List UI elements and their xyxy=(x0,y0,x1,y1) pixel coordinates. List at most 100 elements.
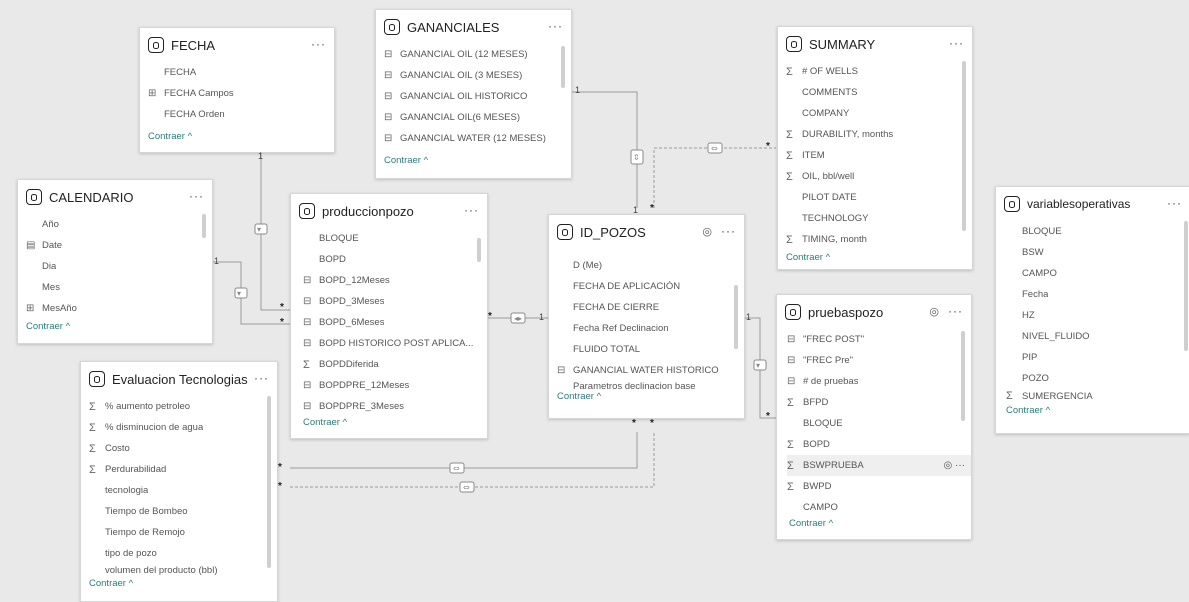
table-card-produccionpozo[interactable]: produccionpozo ··· BLOQUE BOPD ⊟BOPD_12M… xyxy=(290,193,488,439)
more-options-icon[interactable]: ··· xyxy=(1167,196,1182,210)
field-item[interactable]: Fecha Ref Declinacion xyxy=(557,318,744,339)
field-item[interactable]: FECHA Orden xyxy=(148,104,334,125)
field-item[interactable]: ⊟GANANCIAL WATER (12 MESES) xyxy=(384,128,571,149)
field-item[interactable]: Mes xyxy=(26,277,212,298)
collapse-link[interactable]: Contraer ^ xyxy=(1006,405,1051,416)
table-card-id-pozos[interactable]: ID_POZOS ◎ ··· D (Me) FECHA DE APLICACIÓ… xyxy=(548,214,745,419)
field-item[interactable]: Dia xyxy=(26,256,212,277)
more-options-icon[interactable]: ··· xyxy=(189,189,204,203)
collapse-link[interactable]: Contraer ^ xyxy=(384,155,429,166)
collapse-link[interactable]: Contraer ^ xyxy=(557,391,602,402)
table-card-fecha[interactable]: FECHA ··· FECHA ⊞FECHA Campos FECHA Orde… xyxy=(139,27,335,153)
field-actions[interactable]: ◎ ··· xyxy=(943,460,965,471)
table-header[interactable]: ID_POZOS ◎ ··· xyxy=(549,215,744,249)
hidden-eye-icon[interactable]: ◎ xyxy=(929,306,939,318)
field-item[interactable]: Σ% aumento petroleo xyxy=(89,396,277,417)
field-item[interactable]: Tiempo de Bombeo xyxy=(89,501,277,522)
more-options-icon[interactable]: ··· xyxy=(948,304,963,318)
field-item[interactable]: BLOQUE xyxy=(787,413,971,434)
field-item[interactable]: Σ# OF WELLS xyxy=(786,61,972,82)
field-item[interactable]: NIVEL_FLUIDO xyxy=(1006,326,1189,347)
field-item[interactable]: ▤Date xyxy=(26,235,212,256)
field-item[interactable]: ⊞FECHA Campos xyxy=(148,83,334,104)
field-item[interactable]: CAMPO xyxy=(1006,263,1189,284)
scrollbar[interactable] xyxy=(477,238,481,262)
collapse-link[interactable]: Contraer ^ xyxy=(148,131,193,142)
table-card-pruebaspozo[interactable]: pruebaspozo ◎ ··· ⊟"FREC POST" ⊟"FREC Pr… xyxy=(776,294,972,540)
table-header[interactable]: pruebaspozo ◎ ··· xyxy=(777,295,971,329)
more-options-icon[interactable]: ··· xyxy=(955,460,965,471)
field-item[interactable]: FECHA DE APLICACIÓN xyxy=(557,276,744,297)
field-item[interactable]: FECHA xyxy=(148,62,334,83)
scrollbar[interactable] xyxy=(962,61,966,231)
more-options-icon[interactable]: ··· xyxy=(311,37,326,51)
scrollbar[interactable] xyxy=(961,331,965,421)
more-options-icon[interactable]: ··· xyxy=(254,371,269,385)
field-item[interactable]: BSW xyxy=(1006,242,1189,263)
table-header[interactable]: FECHA ··· xyxy=(140,28,334,62)
field-item[interactable]: TECHNOLOGY xyxy=(786,208,972,229)
collapse-link[interactable]: Contraer ^ xyxy=(789,518,834,529)
field-item[interactable]: FLUIDO TOTAL xyxy=(557,339,744,360)
field-item[interactable]: PILOT DATE xyxy=(786,187,972,208)
table-header[interactable]: SUMMARY ··· xyxy=(778,27,972,61)
field-item[interactable]: POZO xyxy=(1006,368,1189,389)
field-item[interactable]: ⊟"FREC Pre" xyxy=(787,350,971,371)
scrollbar[interactable] xyxy=(1184,221,1188,351)
table-card-calendario[interactable]: CALENDARIO ··· Año ▤Date Dia Mes ⊞MesAño… xyxy=(17,179,213,344)
more-options-icon[interactable]: ··· xyxy=(548,19,563,33)
field-item[interactable]: ⊟"FREC POST" xyxy=(787,329,971,350)
field-item[interactable]: volumen del producto (bbl) xyxy=(89,564,277,576)
field-item[interactable]: COMPANY xyxy=(786,103,972,124)
field-item[interactable]: Parametros declinacion base xyxy=(557,381,744,391)
field-item[interactable]: BLOQUE xyxy=(303,228,487,249)
field-item[interactable]: ⊞MesAño xyxy=(26,298,212,319)
more-options-icon[interactable]: ··· xyxy=(949,36,964,50)
field-item[interactable]: tipo de pozo xyxy=(89,543,277,564)
field-item[interactable]: ⊟GANANCIAL WATER HISTORICO xyxy=(557,360,744,381)
hidden-eye-icon[interactable]: ◎ xyxy=(943,460,955,471)
scrollbar[interactable] xyxy=(202,214,206,238)
table-header[interactable]: produccionpozo ··· xyxy=(291,194,487,228)
field-item[interactable]: ⊟GANANCIAL OIL (12 MESES) xyxy=(384,44,571,65)
field-item[interactable]: ⊟BOPD_12Meses xyxy=(303,270,487,291)
table-header[interactable]: GANANCIALES ··· xyxy=(376,10,571,44)
field-item[interactable]: BLOQUE xyxy=(1006,221,1189,242)
field-item[interactable]: ⊟GANANCIAL OIL (3 MESES) xyxy=(384,65,571,86)
hidden-eye-icon[interactable]: ◎ xyxy=(702,226,712,238)
field-item[interactable]: Fecha xyxy=(1006,284,1189,305)
field-item[interactable]: ⊟BOPD_3Meses xyxy=(303,291,487,312)
collapse-link[interactable]: Contraer ^ xyxy=(786,252,831,263)
more-options-icon[interactable]: ··· xyxy=(721,224,736,238)
field-item[interactable]: CAMPO xyxy=(787,497,971,518)
field-item[interactable]: ⊟GANANCIAL OIL HISTORICO xyxy=(384,86,571,107)
field-item[interactable]: Tiempo de Remojo xyxy=(89,522,277,543)
table-card-variablesoperativas[interactable]: variablesoperativas ··· BLOQUE BSW CAMPO… xyxy=(995,186,1189,434)
table-header[interactable]: CALENDARIO ··· xyxy=(18,180,212,214)
table-card-evaluacion-tecnologias[interactable]: Evaluacion Tecnologias ··· Σ% aumento pe… xyxy=(80,361,278,602)
field-item[interactable]: BOPD xyxy=(303,249,487,270)
scrollbar[interactable] xyxy=(734,285,738,349)
field-item[interactable]: D (Me) xyxy=(557,255,744,276)
scrollbar[interactable] xyxy=(267,396,271,568)
collapse-link[interactable]: Contraer ^ xyxy=(26,321,71,332)
field-item[interactable]: ⊟BOPD_6Meses xyxy=(303,312,487,333)
scrollbar[interactable] xyxy=(561,46,565,88)
field-item[interactable]: ⊟BOPDPRE_3Meses xyxy=(303,396,487,417)
field-item[interactable]: ⊟BOPD HISTORICO POST APLICA... xyxy=(303,333,487,354)
more-options-icon[interactable]: ··· xyxy=(464,203,479,217)
field-item[interactable]: Σ% disminucion de agua xyxy=(89,417,277,438)
field-item[interactable]: FECHA DE CIERRE xyxy=(557,297,744,318)
field-item[interactable]: Año xyxy=(26,214,212,235)
